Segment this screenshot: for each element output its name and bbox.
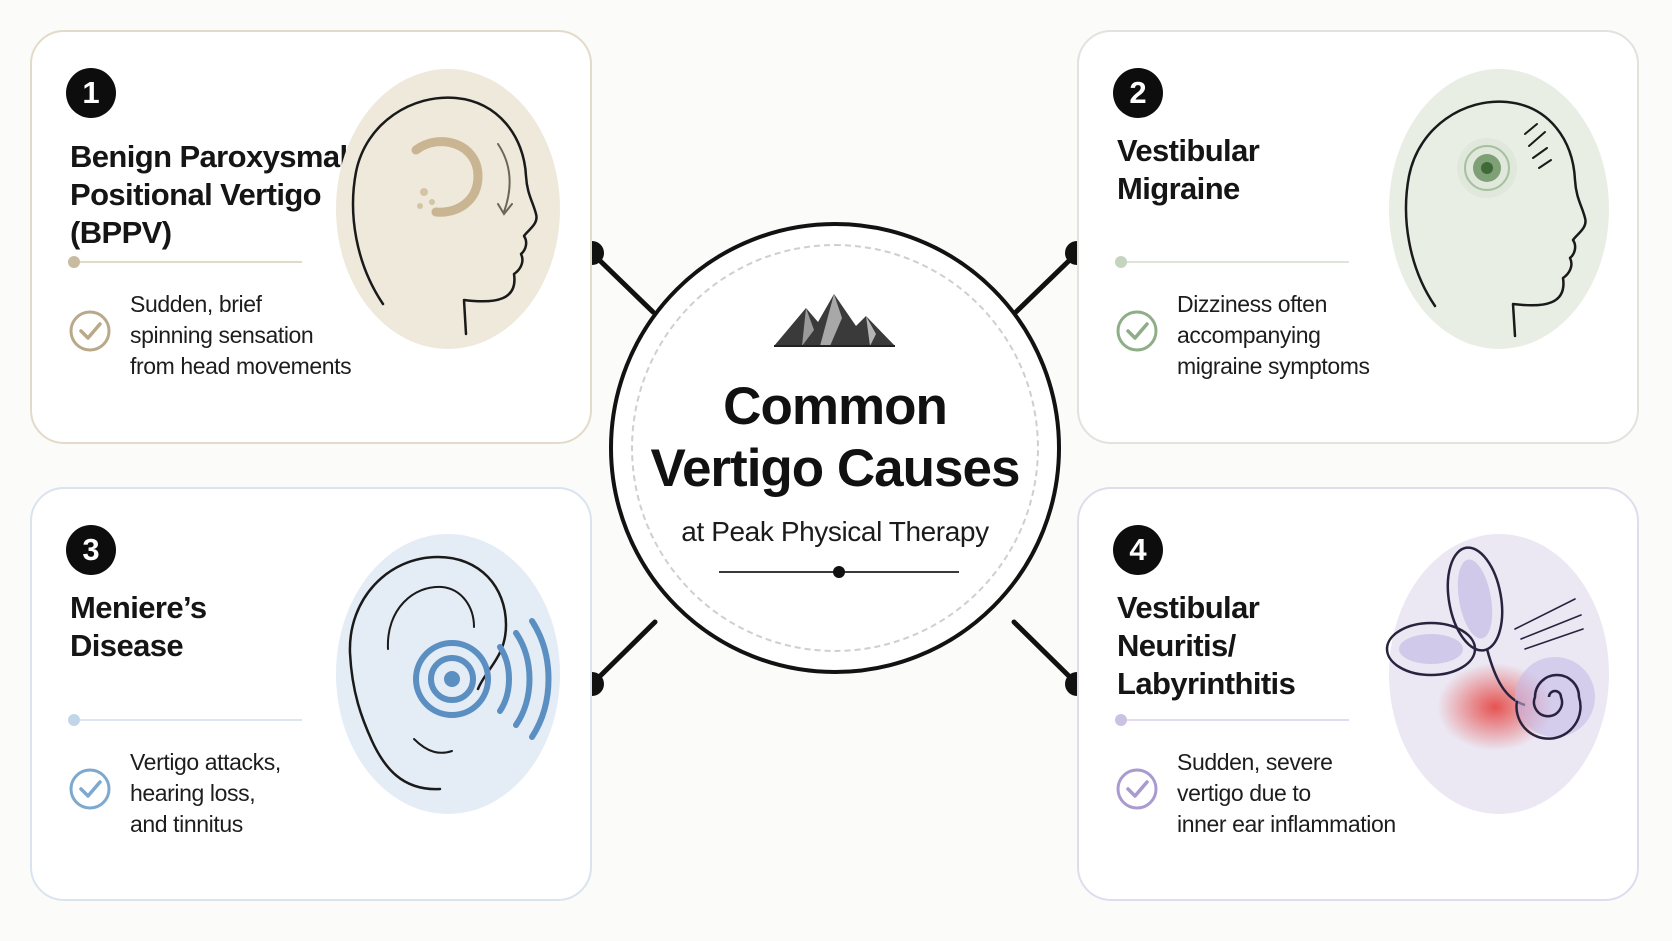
- card-divider: [1115, 256, 1349, 268]
- center-divider: [719, 566, 959, 578]
- inner-ear-icon: [1385, 534, 1609, 814]
- card-number: 4: [1113, 525, 1163, 575]
- ear-sound-icon: [336, 534, 560, 814]
- check-icon: [69, 768, 111, 810]
- card-description: Vertigo attacks, hearing loss, and tinni…: [130, 749, 281, 837]
- card-description: Sudden, severe vertigo due to inner ear …: [1177, 749, 1396, 837]
- head-rotation-icon: [336, 69, 560, 349]
- card-vestibular-migraine: 2 Vestibular Migraine Dizziness often ac…: [1077, 30, 1639, 444]
- card-title: Vestibular Neuritis/ Labyrinthitis: [1117, 590, 1296, 701]
- card-title: Meniere’s Disease: [70, 590, 207, 663]
- center-dashed-ring: [631, 244, 1039, 652]
- card-divider: [68, 256, 302, 268]
- card-number: 2: [1113, 68, 1163, 118]
- check-icon: [1116, 310, 1158, 352]
- card-description: Dizziness often accompanying migraine sy…: [1177, 291, 1370, 379]
- main-title: Common Vertigo Causes: [650, 377, 1021, 498]
- check-icon: [1116, 768, 1158, 810]
- card-title: Vestibular Migraine: [1117, 133, 1260, 206]
- card-number: 3: [66, 525, 116, 575]
- head-migraine-icon: [1389, 69, 1609, 349]
- check-icon: [69, 310, 111, 352]
- center-title-badge: Common Vertigo Causes at Peak Physical T…: [609, 222, 1061, 674]
- mountain-icon: [774, 294, 895, 347]
- card-divider: [1115, 714, 1349, 726]
- card-menieres: 3 Meniere’s Disease Vertigo attacks, hea…: [30, 487, 592, 901]
- subtitle: at Peak Physical Therapy: [681, 516, 989, 547]
- card-vestibular-neuritis: 4 Vestibular Neuritis/ Labyrinthitis Sud…: [1077, 487, 1639, 901]
- card-description: Sudden, brief spinning sensation from he…: [130, 291, 352, 379]
- card-divider: [68, 714, 302, 726]
- card-bppv: 1 Benign Paroxysmal Positional Vertigo (…: [30, 30, 592, 444]
- card-title: Benign Paroxysmal Positional Vertigo (BP…: [70, 139, 348, 250]
- card-number: 1: [66, 68, 116, 118]
